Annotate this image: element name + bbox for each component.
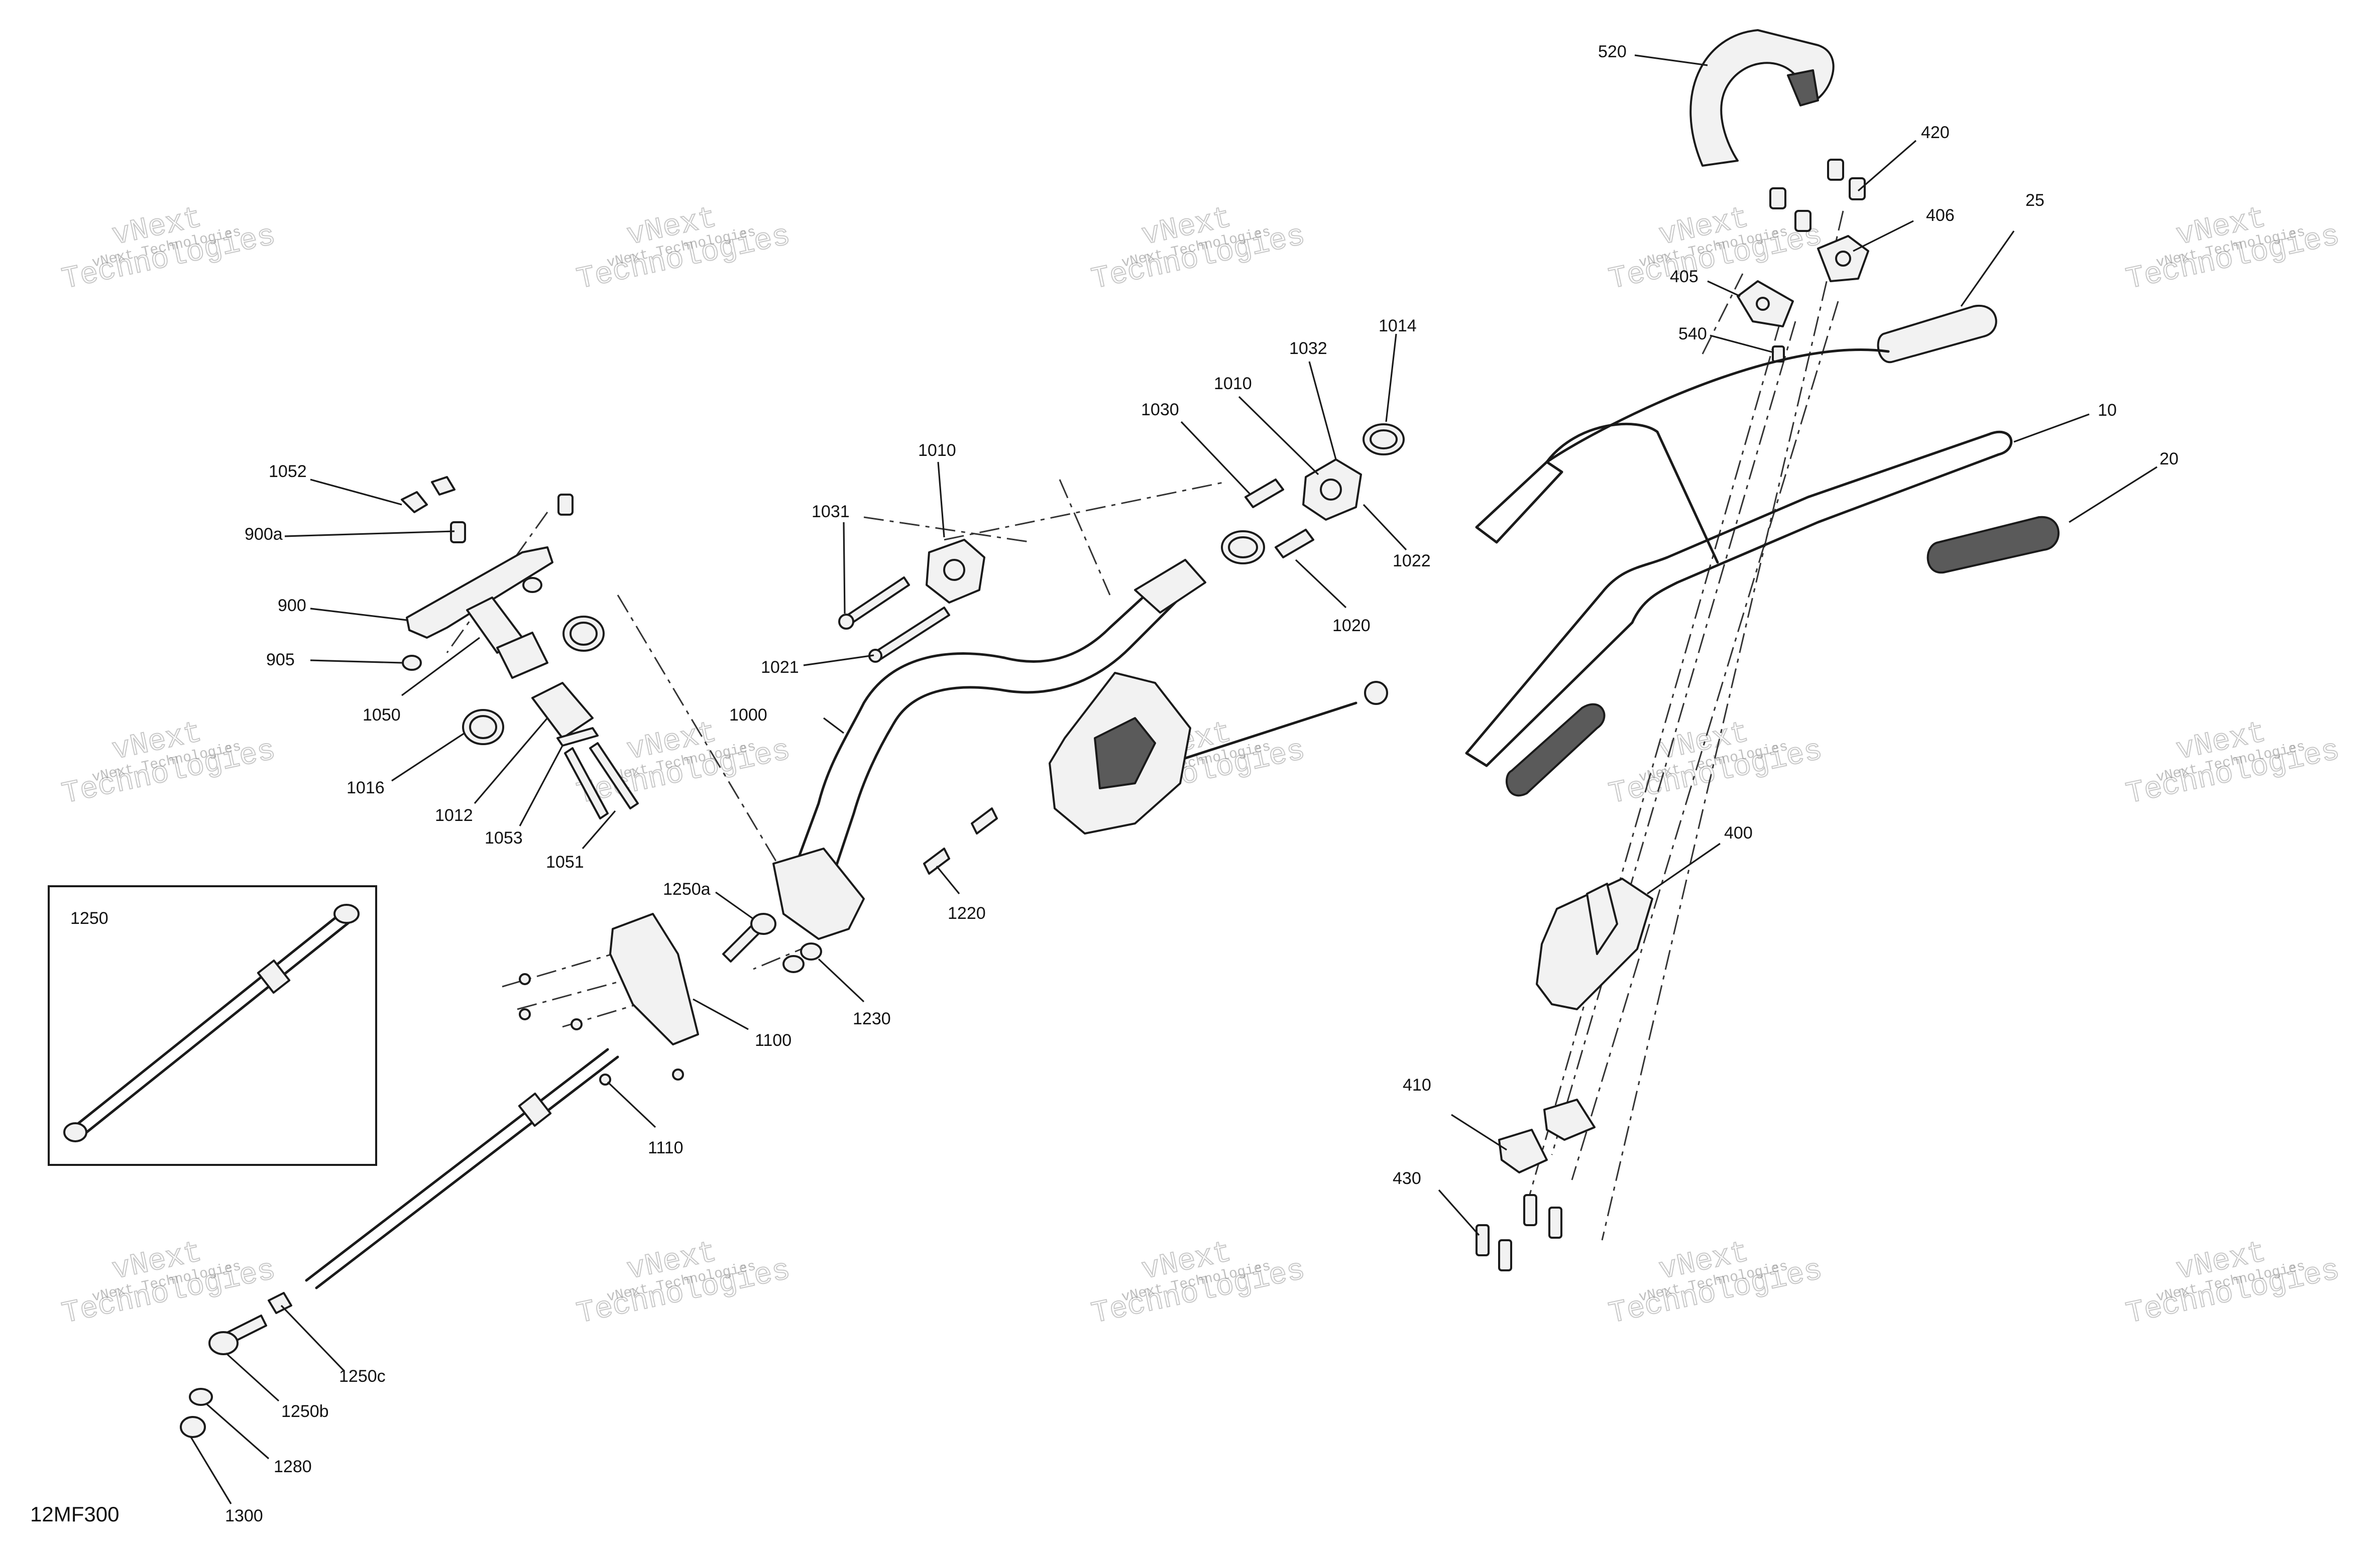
part-406-clamp [1817, 235, 1869, 282]
callout-1030: 1030 [1141, 400, 1179, 419]
callout-900: 900 [278, 596, 306, 615]
callout-1021: 1021 [761, 658, 799, 677]
part-1053-plate [556, 727, 599, 747]
callout-1050: 1050 [363, 705, 401, 725]
callout-420: 420 [1921, 123, 1950, 142]
part-1250b-rod-end [208, 1315, 267, 1355]
callout-1230: 1230 [853, 1009, 891, 1028]
part-1300-nut [180, 1416, 206, 1438]
part-1010-bushing-left [926, 539, 985, 604]
leader-lines [190, 54, 2158, 1504]
part-430-screws [1476, 1194, 1562, 1271]
inset-label: 1250 [70, 909, 108, 928]
callout-1012: 1012 [435, 806, 473, 825]
callout-1000: 1000 [729, 705, 767, 725]
callout-430: 430 [1393, 1169, 1421, 1188]
callout-1014: 1014 [1379, 316, 1417, 335]
callout-10: 10 [2098, 401, 2117, 420]
part-10-handlebar [1465, 423, 2013, 767]
part-1050-bushing [466, 597, 548, 679]
inset-1250: 1250 [48, 885, 377, 1166]
callout-1053: 1053 [485, 828, 523, 848]
part-1250a-rod-end [722, 913, 776, 963]
part-1012-bushing [531, 682, 594, 739]
part-20-grip [1926, 516, 2060, 574]
part-1031-bolt [838, 576, 910, 630]
callout-1051: 1051 [546, 853, 584, 872]
part-1020-pin [1275, 529, 1314, 558]
callout-1020: 1020 [1332, 616, 1371, 635]
callout-1280: 1280 [274, 1457, 312, 1476]
part-1020-ring [1221, 530, 1265, 564]
part-410-clamps [1498, 1099, 1596, 1173]
callout-1250a: 1250a [663, 880, 711, 899]
part-1000-steering-column [772, 559, 1206, 940]
callout-1010-right: 1010 [1214, 374, 1252, 393]
callout-labels: 520 420 406 25 405 540 10 20 1014 1032 1… [225, 42, 2179, 1525]
part-1051-bolts [564, 742, 639, 819]
part-520-handle-cover [1689, 29, 1835, 167]
callout-520: 520 [1598, 42, 1627, 61]
callout-1250b: 1250b [281, 1402, 329, 1421]
part-1100-cover [609, 913, 699, 1045]
callout-1110: 1110 [648, 1138, 684, 1157]
part-900-bracket [406, 546, 553, 639]
callout-406: 406 [1926, 206, 1955, 225]
callout-405: 405 [1670, 267, 1698, 286]
callout-905: 905 [266, 650, 295, 669]
callout-1220: 1220 [948, 904, 986, 923]
callout-25: 25 [2025, 191, 2045, 210]
part-1110-screws [519, 973, 684, 1086]
callout-1100: 1100 [755, 1031, 791, 1050]
callout-1022: 1022 [1393, 551, 1431, 570]
part-905-nut [402, 577, 542, 671]
callout-1032: 1032 [1289, 339, 1327, 358]
part-tie-rod [305, 1048, 619, 1289]
diagram-code: 12MF300 [30, 1502, 119, 1526]
part-grip-center [1506, 703, 1606, 797]
part-1016-seal [462, 709, 504, 745]
part-1030-pin [1244, 479, 1284, 508]
alignment-lines [446, 210, 1844, 1241]
part-420-screws [1769, 159, 1866, 232]
part-1230-washers [782, 942, 822, 973]
part-steering-gear-housing [1049, 672, 1388, 835]
part-400-riser [1536, 878, 1653, 1010]
callout-400: 400 [1724, 823, 1753, 843]
callout-410: 410 [1403, 1076, 1431, 1095]
part-900a-bolt [450, 494, 574, 543]
part-1052-nuts [401, 476, 456, 513]
callout-1031: 1031 [812, 502, 850, 521]
callout-1010-left: 1010 [918, 441, 956, 460]
callout-1250c: 1250c [339, 1367, 386, 1386]
part-1014-ring [1363, 423, 1405, 455]
callout-540: 540 [1678, 324, 1707, 343]
part-1014-seal-left [562, 616, 605, 652]
callout-1300: 1300 [225, 1506, 263, 1525]
callout-1052: 1052 [269, 462, 307, 481]
callout-20: 20 [2160, 449, 2179, 468]
part-25-grip [1545, 304, 1997, 463]
part-1250c-nut [268, 1292, 292, 1314]
part-1220-bolts [923, 807, 998, 875]
part-1021-bolt [868, 607, 950, 663]
callout-1016: 1016 [347, 778, 385, 797]
callout-900a: 900a [245, 525, 283, 544]
part-405-clamp [1737, 280, 1794, 327]
part-1280-washer [189, 1388, 213, 1406]
